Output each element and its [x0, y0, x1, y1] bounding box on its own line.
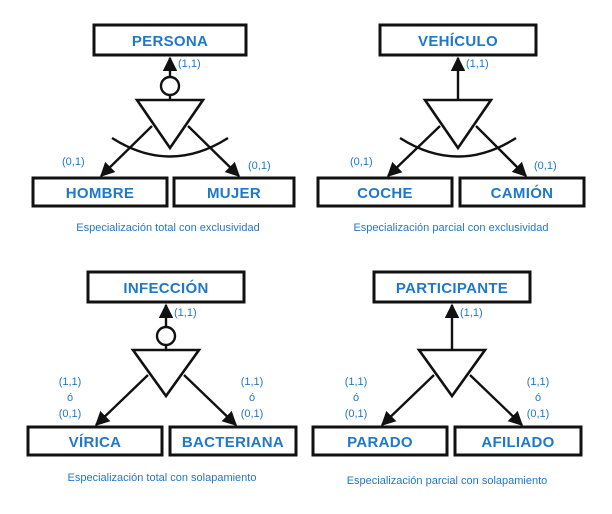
left-cardinality-min: (1,1) — [59, 376, 82, 388]
entity-label-hombre: HOMBRE — [66, 185, 134, 202]
parent-cardinality: (1,1) — [178, 58, 201, 70]
entity-box-coche[interactable] — [316, 176, 454, 208]
total-specialization-circle — [155, 325, 177, 347]
specialization-triangle — [134, 98, 206, 151]
parent-cardinality: (1,1) — [460, 307, 483, 319]
left-child-arrow — [94, 374, 149, 426]
left-cardinality: (0,1) — [62, 156, 85, 168]
entity-box-infeccion[interactable] — [86, 270, 246, 304]
left-cardinality-max: (0,1) — [59, 408, 82, 420]
entity-box-persona[interactable] — [92, 23, 248, 57]
caption: Especialización parcial con exclusividad — [353, 222, 548, 234]
caption: Especialización parcial con solapamiento — [347, 475, 548, 487]
caption: Especialización total con solapamiento — [68, 472, 257, 484]
right-child-arrow — [475, 125, 528, 178]
entity-label-parado: PARADO — [347, 434, 413, 451]
entity-box-participante[interactable] — [372, 270, 532, 304]
left-cardinality: (0,1) — [350, 156, 373, 168]
right-cardinality-or: ó — [249, 392, 255, 404]
right-cardinality: (0,1) — [534, 160, 557, 172]
entity-label-afiliado: AFILIADO — [481, 434, 554, 451]
entity-label-vehiculo: VEHÍCULO — [418, 33, 498, 50]
diagram-participante: PARTICIPANTE (1,1) (1,1) ó (0,1) (1,1) ó… — [311, 270, 583, 487]
diagram-vehiculo: VEHÍCULO (1,1) (0,1) (0,1) COCHE CAMIÓN … — [316, 23, 586, 234]
right-cardinality-min: (1,1) — [527, 376, 550, 388]
left-child-arrow — [99, 125, 153, 178]
total-specialization-circle — [159, 75, 181, 97]
diagram-persona: PERSONA (1,1) (0,1) (0,1) HOMBRE MUJER E… — [31, 23, 296, 234]
entity-box-virica[interactable] — [26, 425, 164, 457]
right-child-arrow — [187, 125, 241, 178]
right-cardinality-or: ó — [535, 392, 541, 404]
left-cardinality-max: (0,1) — [345, 408, 368, 420]
exclusivity-arc — [111, 136, 229, 158]
left-cardinality-or: ó — [67, 392, 73, 404]
entity-box-bacteriana[interactable] — [168, 425, 298, 457]
left-cardinality-min: (1,1) — [345, 376, 368, 388]
entity-label-bacteriana: BACTERIANA — [182, 434, 284, 451]
caption: Especialización total con exclusividad — [76, 222, 259, 234]
entity-box-mujer[interactable] — [172, 176, 296, 208]
right-cardinality: (0,1) — [248, 160, 271, 172]
right-cardinality-min: (1,1) — [241, 376, 264, 388]
entity-box-parado[interactable] — [311, 425, 449, 457]
entity-label-participante: PARTICIPANTE — [396, 280, 508, 297]
entity-label-persona: PERSONA — [132, 33, 208, 50]
entity-label-virica: VÍRICA — [69, 434, 122, 451]
left-cardinality-or: ó — [353, 392, 359, 404]
right-child-arrow — [469, 374, 524, 426]
right-cardinality-max: (0,1) — [241, 408, 264, 420]
right-cardinality-max: (0,1) — [527, 408, 550, 420]
entity-label-mujer: MUJER — [207, 185, 261, 202]
left-child-arrow — [386, 125, 441, 177]
specialization-triangle — [416, 348, 488, 399]
entity-box-afiliado[interactable] — [453, 425, 583, 457]
parent-cardinality: (1,1) — [174, 307, 197, 319]
entity-label-infeccion: INFECCIÓN — [123, 279, 208, 297]
exclusivity-arc — [399, 136, 517, 158]
entity-box-camion[interactable] — [458, 176, 586, 208]
entity-box-vehiculo[interactable] — [378, 23, 538, 57]
right-child-arrow — [183, 374, 238, 426]
specialization-triangle — [422, 98, 494, 151]
specialization-triangle — [130, 348, 202, 399]
entity-label-coche: COCHE — [357, 185, 413, 202]
entity-label-camion: CAMIÓN — [491, 184, 554, 202]
parent-cardinality: (1,1) — [466, 58, 489, 70]
entity-box-hombre[interactable] — [31, 176, 169, 208]
left-child-arrow — [380, 374, 435, 426]
diagram-infeccion: INFECCIÓN (1,1) (1,1) ó (0,1) (1,1) ó (0… — [26, 270, 298, 484]
